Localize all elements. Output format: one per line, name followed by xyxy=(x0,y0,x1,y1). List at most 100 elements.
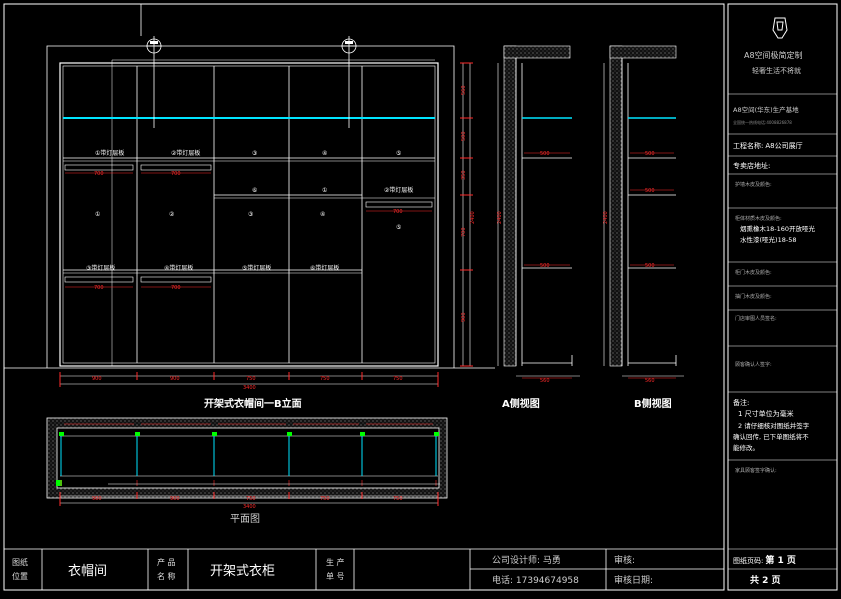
dim-text-total: 3400 xyxy=(243,385,256,391)
side-b-dimensions: 500 500 500 560 2400 xyxy=(603,151,655,384)
light-shelf-label: ①带灯层板 xyxy=(95,149,124,157)
dim-text: 500 xyxy=(540,263,550,269)
location-label: 图纸 xyxy=(12,557,28,567)
side-panel-material: 护墙木皮及颜色: xyxy=(735,181,772,188)
dim-text: 750 xyxy=(246,496,256,502)
number-label: ② xyxy=(169,211,175,218)
dim-text: 750 xyxy=(246,376,256,382)
brand-name: A8空间极简定制 xyxy=(744,50,803,60)
side-view-b xyxy=(603,45,684,379)
light-shelf-label: ⑤带灯层板 xyxy=(242,264,271,272)
number-label: ① xyxy=(322,187,327,194)
door-material: 柜门木皮及颜色: xyxy=(735,269,772,276)
designer-text: 公司设计师: 马勇 xyxy=(492,554,561,566)
dim-text: 750 xyxy=(320,496,330,502)
page-number: 图纸页码:第 1 页 xyxy=(733,554,796,566)
light-shelf-label: ③带灯层板 xyxy=(86,264,115,272)
dim-text: 900 xyxy=(170,376,180,382)
shelf-labels: ①带灯层板 ②带灯层板 ③ ④ ⑤ ⑥ ① ②带灯层板 ① ② ③ ④ ⑤ ③带… xyxy=(86,149,413,272)
dim-text-total: 2400 xyxy=(470,211,476,224)
brand-logo-icon xyxy=(772,17,788,39)
dim-text: 900 xyxy=(170,496,180,502)
cabinet-material-label: 柜体材质木皮及颜色: xyxy=(735,215,782,222)
serial-label: 生 产 xyxy=(326,557,345,567)
dim-text: 700 xyxy=(171,171,181,177)
dim-text: 560 xyxy=(645,378,655,384)
number-label: ⑥ xyxy=(252,187,257,194)
serial-label: 单 号 xyxy=(326,571,345,581)
title-panel-lines xyxy=(728,93,837,570)
side-b-title: B侧视图 xyxy=(634,397,672,410)
number-label: ① xyxy=(95,211,100,218)
side-a-title: A侧视图 xyxy=(502,397,540,410)
drawer-material: 抽门木皮及颜色: xyxy=(735,293,772,300)
number-label: ④ xyxy=(322,150,327,157)
dim-text: 700 xyxy=(94,285,104,291)
dim-text: 350 xyxy=(461,170,467,180)
elevation-title: 开架式衣帽间一B立面 xyxy=(204,397,302,410)
dim-text: 900 xyxy=(92,376,102,382)
plan-dimensions: 900 900 750 750 750 3400 xyxy=(92,496,403,510)
front-elevation xyxy=(4,36,495,387)
product-label: 名 称 xyxy=(157,571,176,581)
total-pages: 共 2 页 xyxy=(750,574,781,586)
note-2-line1: 2 请仔细核对图纸并签字 xyxy=(738,421,810,430)
dim-text: 700 xyxy=(171,285,181,291)
dim-text: 500 xyxy=(461,131,467,141)
plan-title: 平面图 xyxy=(230,513,260,525)
dim-text: 700 xyxy=(393,209,403,215)
number-label: ③ xyxy=(252,150,257,157)
dim-text: 500 xyxy=(645,188,655,194)
customer-confirm: 顾客确认人签字: xyxy=(735,361,772,368)
store-label: 专卖店地址: xyxy=(733,161,770,170)
cabinet-material-line2: 水性漆(哑光)18-58 xyxy=(740,235,796,244)
product-value: 开架式衣柜 xyxy=(210,563,275,579)
side-view-a xyxy=(497,45,580,379)
dim-text: 700 xyxy=(461,227,467,237)
note-2-line3: 能修改。 xyxy=(733,443,759,452)
dim-text: 500 xyxy=(645,263,655,269)
footer-table xyxy=(4,548,724,590)
dim-text: 500 xyxy=(540,151,550,157)
review-date-label: 审核日期: xyxy=(614,574,653,586)
dim-text: 700 xyxy=(94,171,104,177)
dim-text: 750 xyxy=(393,376,403,382)
number-label: ⑤ xyxy=(396,150,401,157)
side-a-dimensions: 500 500 560 2400 xyxy=(497,151,550,384)
dim-text: 560 xyxy=(540,378,550,384)
hotline: 全国统一热线电话:4008826878 xyxy=(733,119,792,125)
plan-view xyxy=(46,417,448,506)
location-label: 位置 xyxy=(12,571,28,581)
number-label: ⑤ xyxy=(396,224,401,231)
light-shelf-label: ②带灯层板 xyxy=(384,186,413,194)
number-label: ④ xyxy=(320,211,325,218)
light-shelf-label: ⑥带灯层板 xyxy=(310,264,339,272)
number-label: ③ xyxy=(248,211,253,218)
phone-text: 电话: 17394674958 xyxy=(492,574,579,586)
note-2-line2: 确认回传, 已下单图纸将不 xyxy=(733,432,809,441)
reviewer-label: 审核: xyxy=(614,554,635,566)
dim-text: 2400 xyxy=(497,211,503,224)
brand-slogan: 轻奢生活不将就 xyxy=(752,66,801,75)
note-1: 1 尺寸单位为毫米 xyxy=(738,409,794,418)
factory-name: A8空间(华东)生产基地 xyxy=(733,105,799,114)
light-shelf-label: ④带灯层板 xyxy=(164,264,193,272)
notes-title: 备注: xyxy=(733,398,749,407)
dim-text: 750 xyxy=(320,376,330,382)
elevation-dimensions: 700 700 700 700 700 900 900 750 750 750 … xyxy=(92,85,476,391)
title-panel-border xyxy=(727,3,838,591)
dim-text: 560 xyxy=(461,85,467,95)
product-label: 产 品 xyxy=(157,557,176,567)
dim-text: 900 xyxy=(92,496,102,502)
customer-sign: 家具顾客签字确认: xyxy=(735,467,777,474)
location-value: 衣帽间 xyxy=(68,563,107,579)
project-label: 工程名称:A8公司展厅 xyxy=(733,141,803,150)
sheet-border xyxy=(3,3,725,591)
dim-text-total: 3400 xyxy=(243,504,256,510)
dim-text: 500 xyxy=(645,151,655,157)
light-shelf-label: ②带灯层板 xyxy=(171,149,200,157)
dim-text: 900 xyxy=(461,312,467,322)
dim-text: 2400 xyxy=(603,211,609,224)
